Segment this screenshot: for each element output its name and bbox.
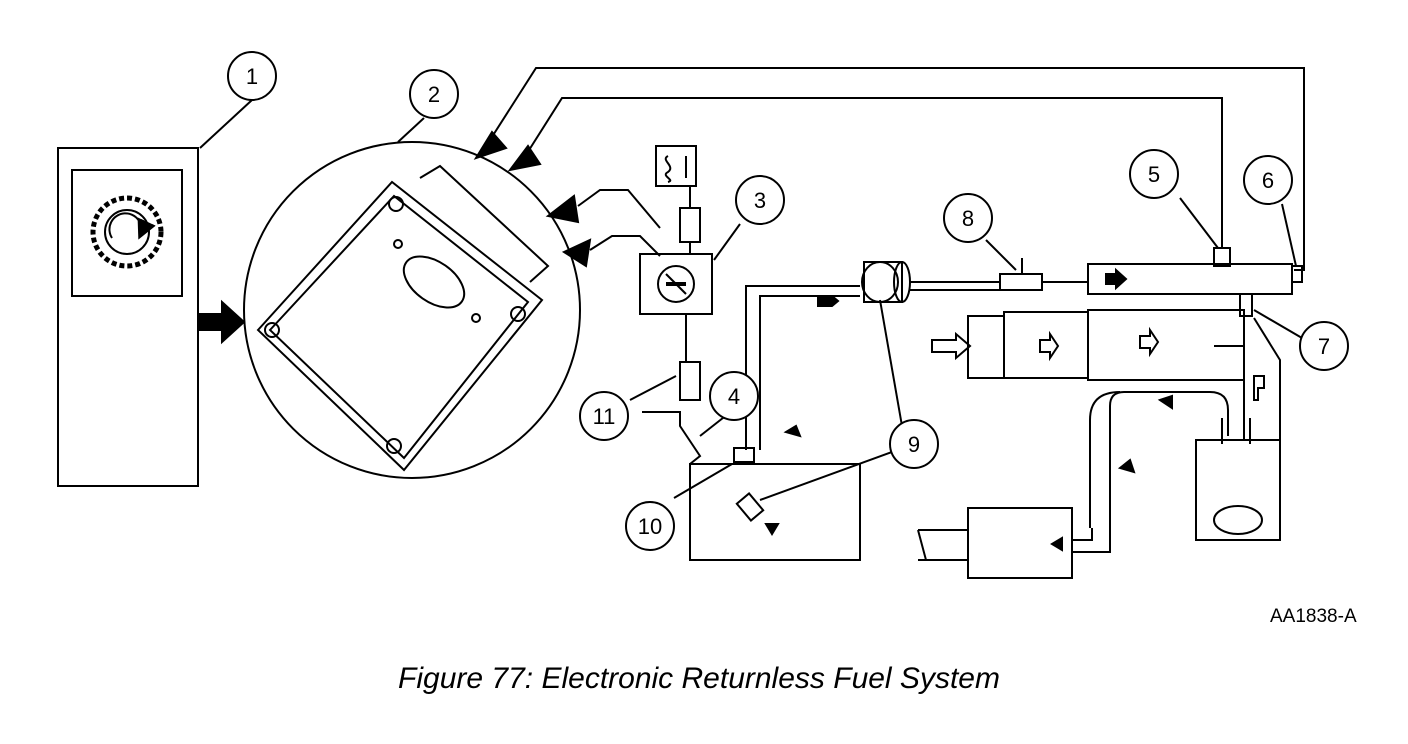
callout-label: 5 xyxy=(1148,162,1160,187)
engine-cylinder xyxy=(1195,418,1281,541)
callout-8: 8 xyxy=(943,193,993,243)
callout-3: 3 xyxy=(735,175,785,225)
fuel-pump-sender xyxy=(733,447,755,463)
signal-arrow-icon xyxy=(473,130,508,160)
figure-id: AA1838-A xyxy=(1270,606,1357,627)
callout-label: 10 xyxy=(638,514,662,539)
callout-2: 2 xyxy=(409,69,459,119)
callout-1: 1 xyxy=(227,51,277,101)
flow-arrow-icon xyxy=(817,295,840,307)
callout-label: 11 xyxy=(593,404,616,429)
callout-label: 8 xyxy=(962,206,974,231)
callout-7: 7 xyxy=(1299,321,1349,371)
figure-caption: Figure 77: Electronic Returnless Fuel Sy… xyxy=(398,662,1000,695)
schrader-valve xyxy=(999,258,1043,291)
callout-label: 2 xyxy=(428,82,440,107)
callout-label: 9 xyxy=(908,432,920,457)
flow-arrow-icon xyxy=(764,523,780,536)
flow-arrow-icon xyxy=(783,424,802,438)
callout-label: 4 xyxy=(728,384,740,409)
signal-arrow-icon xyxy=(561,238,592,268)
fuel-injector xyxy=(1239,293,1253,317)
callout-9: 9 xyxy=(889,419,939,469)
callout-5: 5 xyxy=(1129,149,1179,199)
callout-11: 11 xyxy=(579,391,629,441)
fuel-temperature-sensor xyxy=(1291,265,1303,283)
callout-label: 6 xyxy=(1262,168,1274,193)
exhaust-system xyxy=(917,391,1229,579)
callout-label: 7 xyxy=(1318,334,1330,359)
crankshaft-position-sensor xyxy=(57,147,199,487)
callout-6: 6 xyxy=(1243,155,1293,205)
signal-arrow-icon xyxy=(199,299,246,345)
callout-4: 4 xyxy=(709,371,759,421)
fuel-tank xyxy=(642,411,861,561)
fuel-pump-driver-module xyxy=(639,145,713,401)
signal-arrow-icon xyxy=(545,194,580,224)
fuel-rail xyxy=(1042,263,1293,295)
fuel-filter xyxy=(861,261,911,303)
fuel-rail-pressure-sensor xyxy=(1213,247,1231,267)
callout-label: 1 xyxy=(246,64,258,89)
powertrain-control-module xyxy=(243,141,581,479)
callout-10: 10 xyxy=(625,501,675,551)
callout-label: 3 xyxy=(754,188,766,213)
intake-manifold xyxy=(931,309,1281,520)
fuel-pump xyxy=(735,492,765,522)
